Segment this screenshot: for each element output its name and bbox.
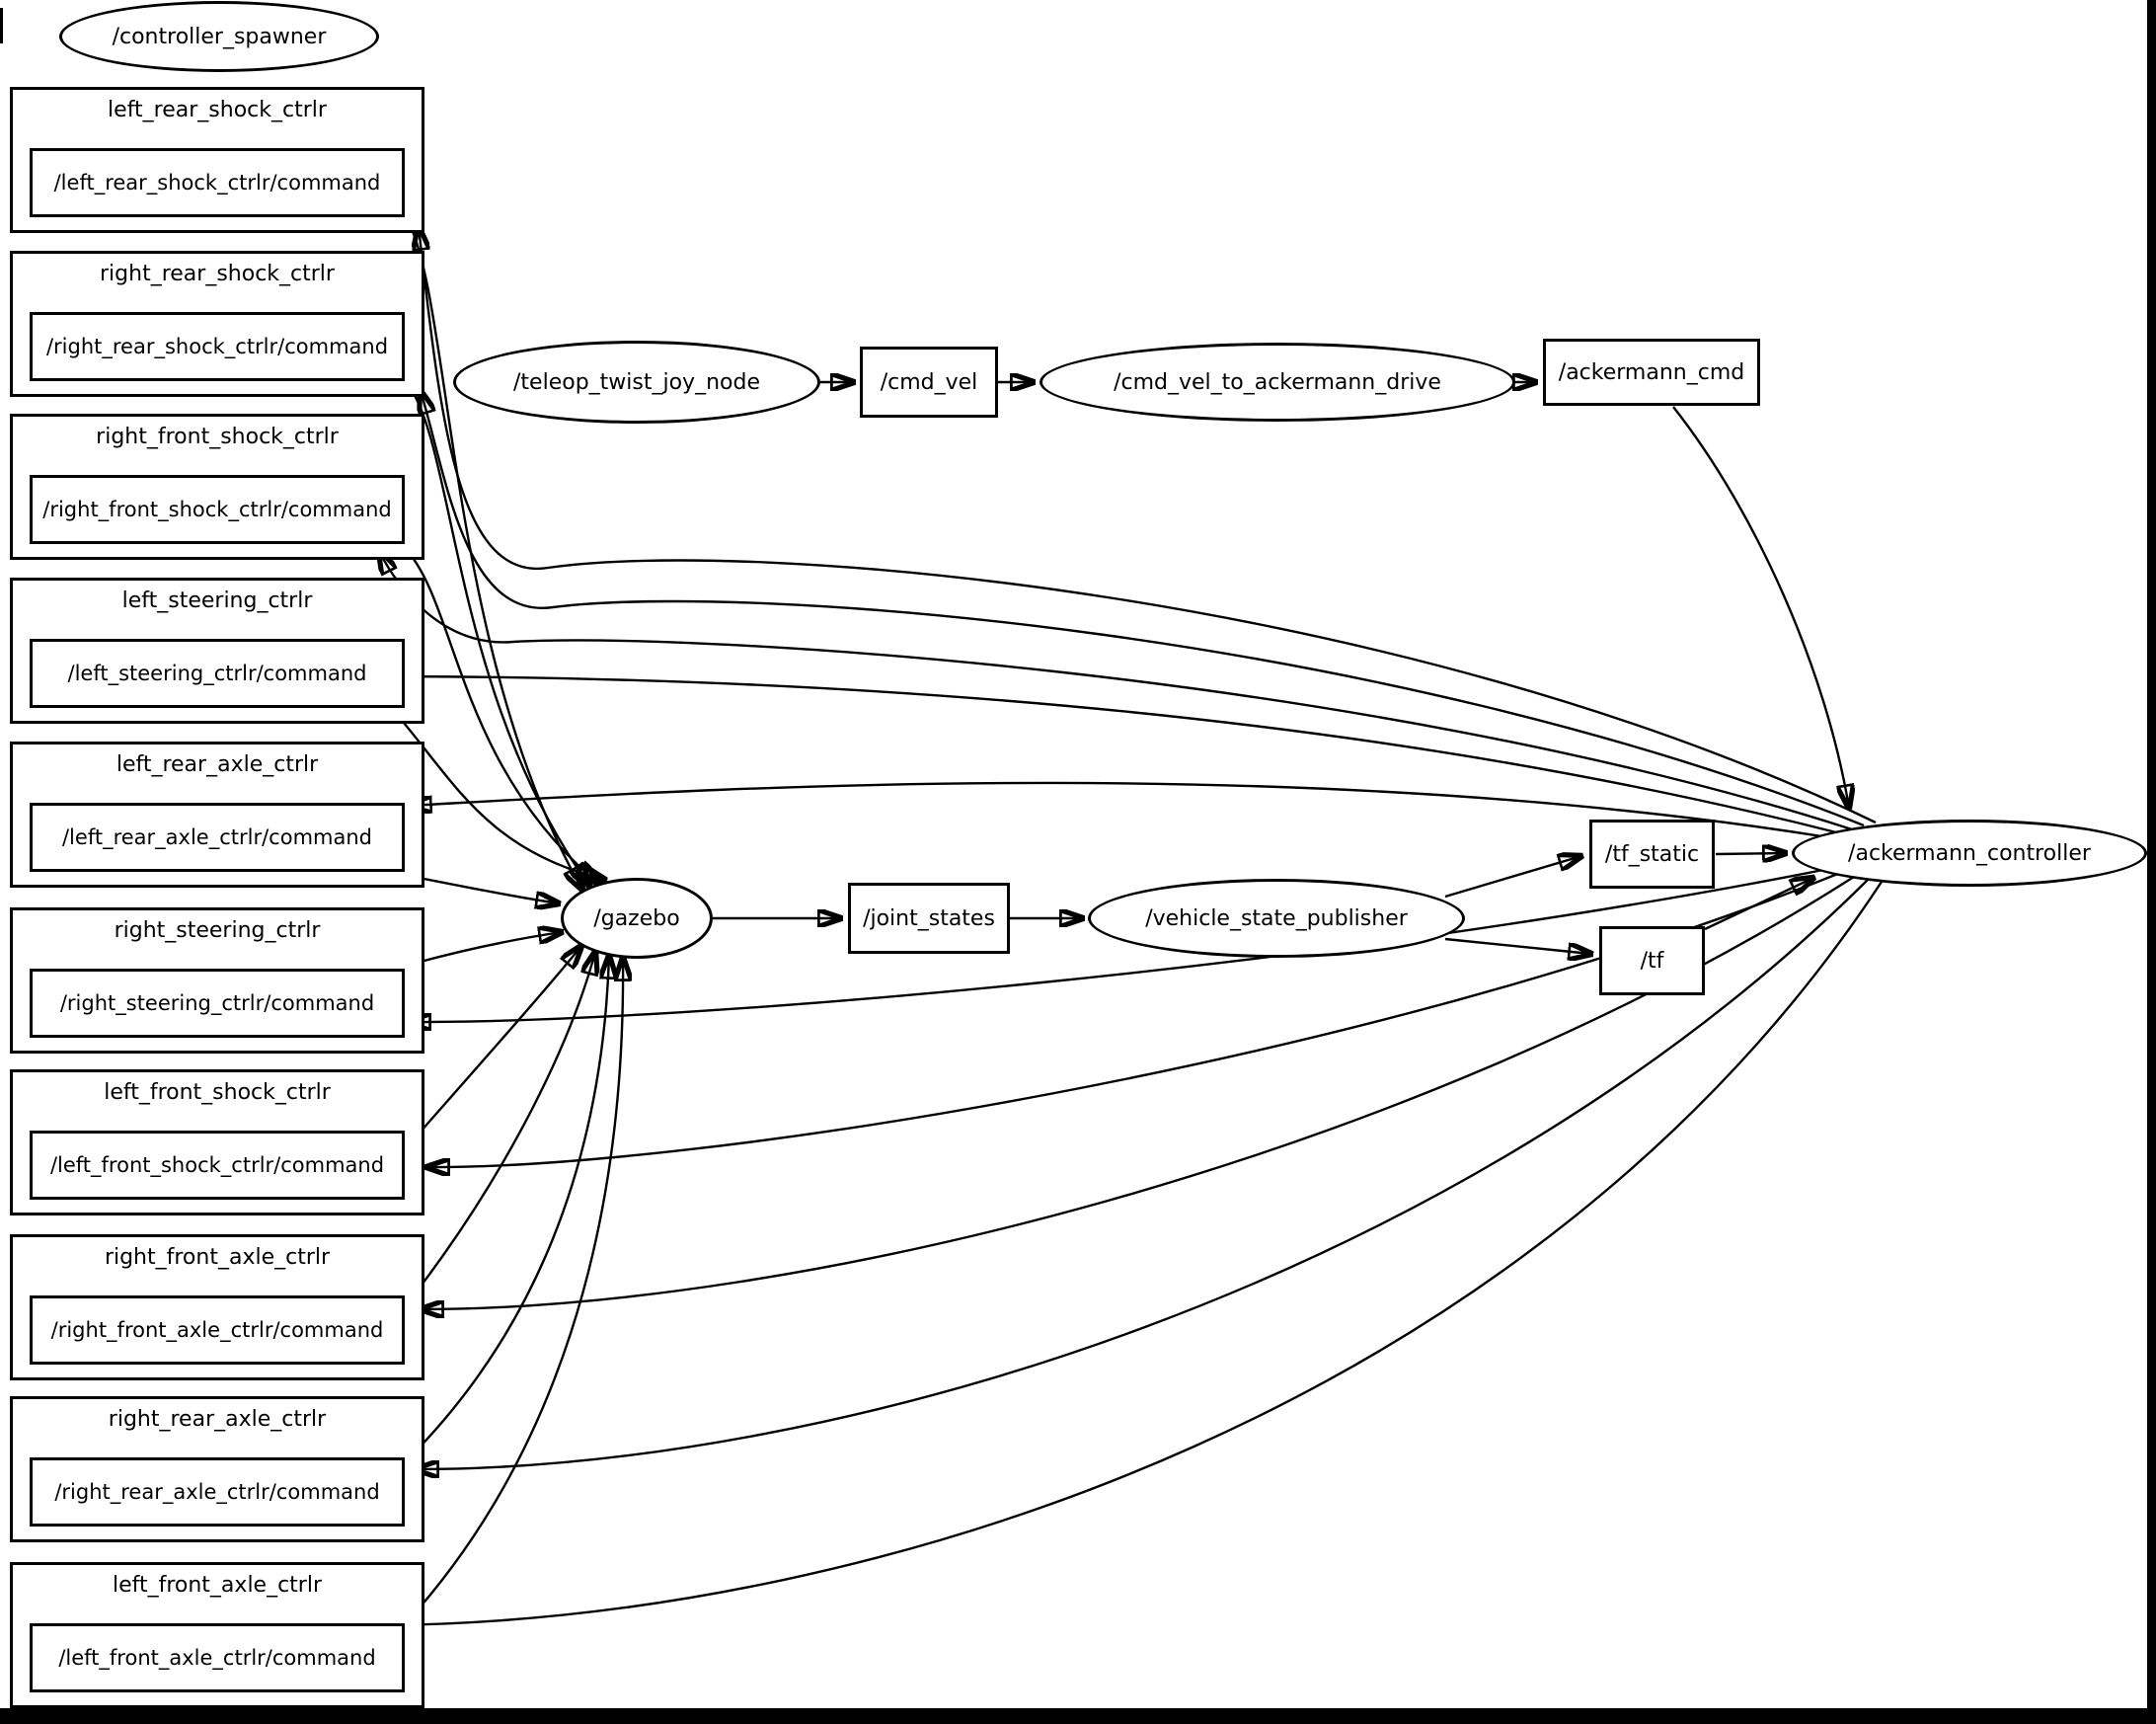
edge /ackermann_cmd -> /ackermann_controller — [1672, 406, 1849, 808]
group-title: left_front_axle_ctrlr — [112, 1573, 323, 1598]
node-label: /controller_spawner — [112, 24, 327, 49]
group-title: left_steering_ctrlr — [121, 588, 313, 613]
edge /right_front_axle_ctrlr/command -> /gazebo — [413, 952, 595, 1296]
edge /right_rear_axle_ctrlr/command -> /gazebo — [408, 956, 609, 1459]
group-title: right_rear_axle_ctrlr — [108, 1407, 327, 1432]
group-right_rear_axle_ctrlr: right_rear_axle_ctrlr /right_rear_axle_c… — [10, 1396, 424, 1542]
node-label: /vehicle_state_publisher — [1145, 905, 1408, 931]
node-teleop-twist-joy: /teleop_twist_joy_node — [453, 341, 820, 424]
edge /ackermann_controller -> /right_rear_shock_ctrlr/command — [421, 391, 1865, 827]
topic-left_front_axle_command: /left_front_axle_ctrlr/command — [30, 1623, 405, 1692]
edge /right_steering_ctrlr/command -> /gazebo — [416, 932, 562, 965]
edge /ackermann_controller -> /left_rear_shock_ctrlr/command — [419, 227, 1877, 824]
edge /left_steering_ctrlr/command -> /gazebo — [392, 709, 605, 880]
topic-label: /joint_states — [863, 905, 995, 931]
topic-tf: /tf — [1599, 926, 1705, 995]
node-label: /cmd_vel_to_ackermann_drive — [1114, 369, 1441, 395]
edge /ackermann_controller -> /left_rear_axle_ctrlr/command — [409, 781, 1829, 839]
edge /ackermann_controller -> /left_steering_ctrlr/command — [401, 676, 1841, 835]
topic-right_front_axle_command: /right_front_axle_ctrlr/command — [30, 1295, 405, 1365]
topic-left_rear_axle_command: /left_rear_axle_ctrlr/command — [30, 803, 405, 872]
topic-right_rear_axle_command: /right_rear_axle_ctrlr/command — [30, 1457, 405, 1527]
group-title: left_front_shock_ctrlr — [104, 1080, 331, 1105]
edge /left_front_shock_ctrlr/command -> /gazebo — [420, 946, 581, 1133]
edge /ackermann_controller -> /right_rear_axle_ctrlr/command — [416, 879, 1869, 1469]
screenshot-border-right — [2147, 0, 2156, 1724]
group-left_front_axle_ctrlr: left_front_axle_ctrlr /left_front_axle_c… — [10, 1562, 424, 1708]
group-left_rear_shock_ctrlr: left_rear_shock_ctrlr /left_rear_shock_c… — [10, 87, 424, 233]
topic-cmd-vel: /cmd_vel — [860, 347, 998, 418]
group-right_steering_ctrlr: right_steering_ctrlr /right_steering_ctr… — [10, 907, 424, 1054]
topic-label: /tf — [1640, 948, 1664, 974]
group-title: right_front_shock_ctrlr — [96, 425, 339, 449]
group-title: right_steering_ctrlr — [114, 918, 321, 943]
node-controller-spawner: /controller_spawner — [59, 1, 379, 72]
group-title: right_front_axle_ctrlr — [104, 1245, 331, 1270]
topic-right_rear_shock_command: /right_rear_shock_ctrlr/command — [30, 312, 405, 381]
edge /ackermann_controller -> /right_front_axle_ctrlr/command — [421, 875, 1855, 1309]
topic-left_steering_command: /left_steering_ctrlr/command — [30, 639, 405, 708]
node-cmd-vel-to-ackermann-drive: /cmd_vel_to_ackermann_drive — [1040, 343, 1515, 422]
group-right_front_shock_ctrlr: right_front_shock_ctrlr /right_front_sho… — [10, 414, 424, 560]
group-right_front_axle_ctrlr: right_front_axle_ctrlr /right_front_axle… — [10, 1234, 424, 1380]
node-gazebo: /gazebo — [561, 878, 713, 959]
screenshot-border-bottom — [0, 1708, 2156, 1724]
topic-label: /tf_static — [1604, 841, 1700, 867]
group-left_steering_ctrlr: left_steering_ctrlr /left_steering_ctrlr… — [10, 578, 424, 724]
edge /ackermann_controller -> /left_front_axle_ctrlr/command — [387, 881, 1884, 1625]
topic-left_rear_shock_command: /left_rear_shock_ctrlr/command — [30, 148, 405, 217]
node-label: /gazebo — [593, 905, 680, 931]
topic-right_steering_command: /right_steering_ctrlr/command — [30, 969, 405, 1038]
node-label: /ackermann_controller — [1848, 840, 2091, 866]
edge /left_front_axle_ctrlr/command -> /gazebo — [405, 958, 623, 1624]
edge /tf_static -> /ackermann_controller — [1715, 853, 1786, 854]
topic-ackermann-cmd: /ackermann_cmd — [1543, 339, 1760, 406]
group-left_rear_axle_ctrlr: left_rear_axle_ctrlr /left_rear_axle_ctr… — [10, 742, 424, 888]
edge /right_rear_shock_ctrlr/command -> /gazebo — [406, 382, 589, 886]
edge /vehicle_state_publisher -> /tf — [1444, 937, 1591, 954]
group-left_front_shock_ctrlr: left_front_shock_ctrlr /left_front_shock… — [10, 1069, 424, 1215]
node-label: /teleop_twist_joy_node — [513, 369, 760, 395]
node-ackermann-controller: /ackermann_controller — [1792, 820, 2147, 887]
topic-label: /ackermann_cmd — [1558, 359, 1745, 385]
edge /right_front_shock_ctrlr/command -> /gazebo — [403, 546, 597, 883]
topic-right_front_shock_command: /right_front_shock_ctrlr/command — [30, 475, 405, 544]
topic-label: /cmd_vel — [880, 369, 978, 395]
edge /left_rear_shock_ctrlr/command -> /gazebo — [405, 218, 582, 890]
node-vehicle-state-publisher: /vehicle_state_publisher — [1088, 879, 1465, 958]
edge /vehicle_state_publisher -> /tf_static — [1444, 856, 1581, 899]
topic-joint-states: /joint_states — [848, 883, 1010, 954]
group-title: left_rear_shock_ctrlr — [108, 98, 327, 122]
group-right_rear_shock_ctrlr: right_rear_shock_ctrlr /right_rear_shock… — [10, 251, 424, 397]
topic-tf-static: /tf_static — [1589, 820, 1715, 889]
topic-left_front_shock_command: /left_front_shock_ctrlr/command — [30, 1131, 405, 1200]
edge /tf -> /ackermann_controller — [1704, 878, 1813, 931]
edge /ackermann_controller -> /right_steering_ctrlr/command — [408, 867, 1829, 1022]
edge /ackermann_controller -> /right_front_shock_ctrlr/command — [379, 551, 1853, 831]
screenshot-border-tick — [0, 8, 3, 43]
group-title: left_rear_axle_ctrlr — [116, 752, 319, 777]
group-title: right_rear_shock_ctrlr — [100, 262, 335, 286]
